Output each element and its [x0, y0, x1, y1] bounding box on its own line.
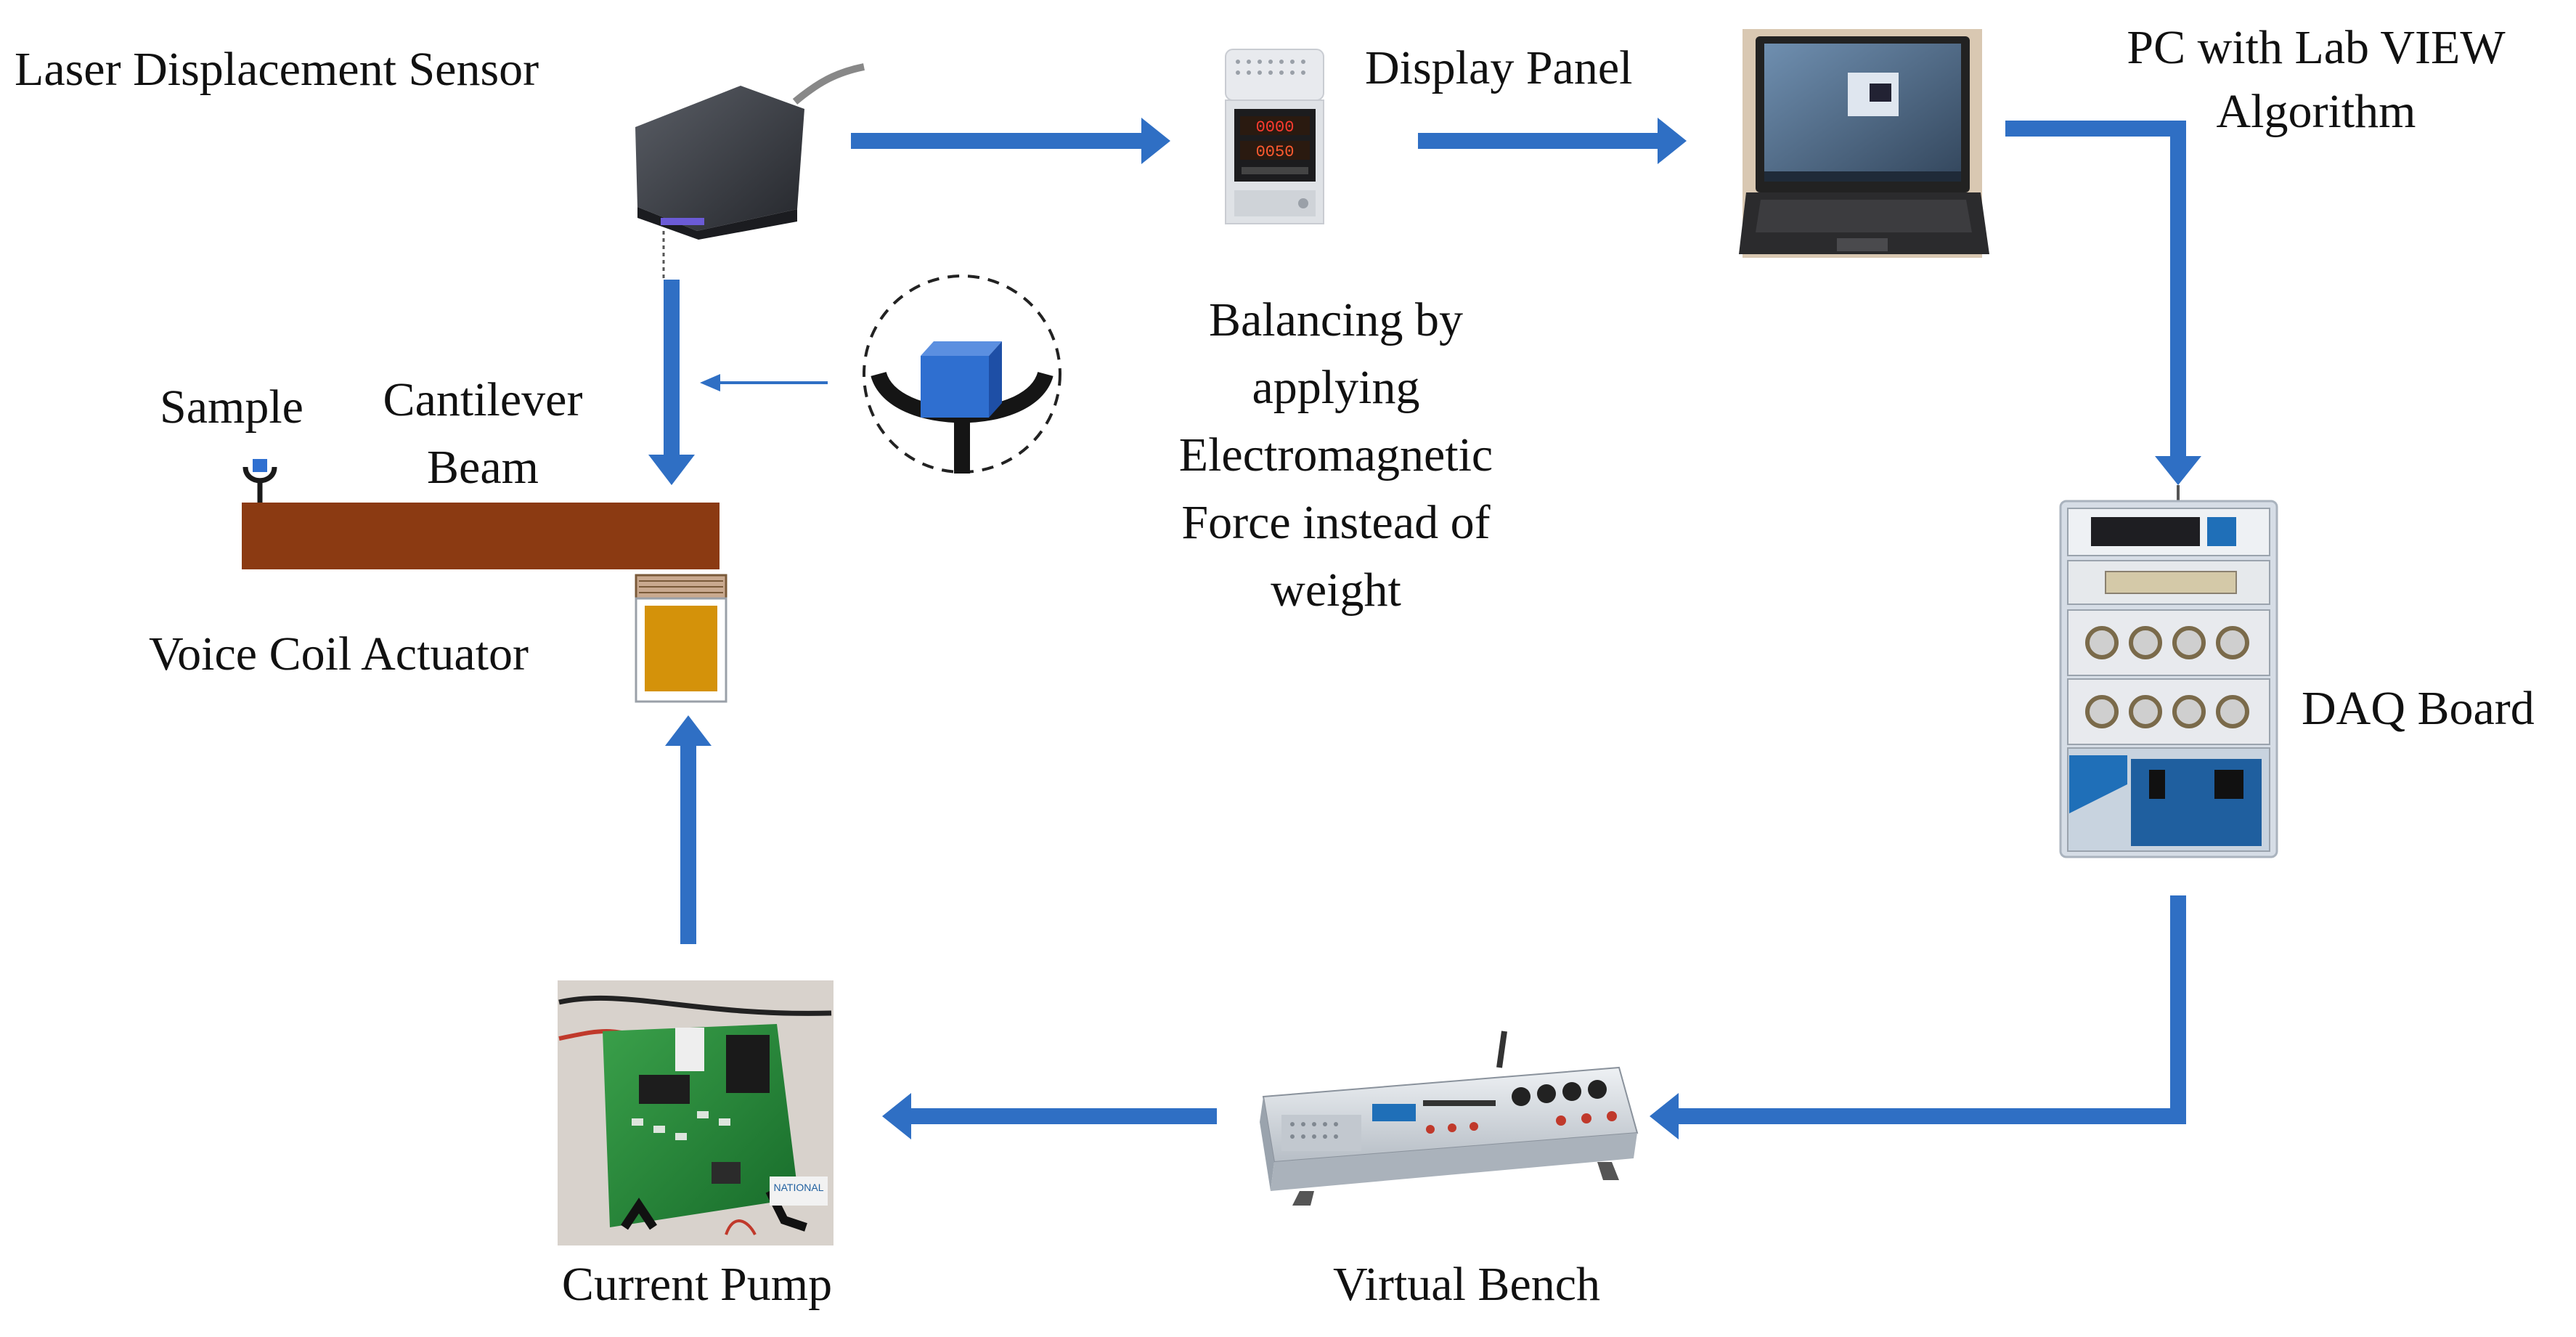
- virtual-bench-icon: [1260, 1031, 1639, 1206]
- laser-sensor-label: Laser Displacement Sensor: [15, 43, 539, 96]
- balancing-text-line4: Force instead of: [1181, 496, 1491, 549]
- daq-board-icon: [2059, 485, 2278, 858]
- laser-displacement-sensor-icon: [635, 63, 865, 280]
- arrow-sensor-to-display: [851, 118, 1170, 164]
- arrow-pump-to-coil: [665, 715, 712, 944]
- beam-label-line1: Cantilever: [383, 373, 583, 426]
- svg-text:NATIONAL: NATIONAL: [774, 1182, 824, 1193]
- sample-holder: [242, 459, 277, 503]
- arrow-bench-to-pump: [882, 1093, 1217, 1139]
- arrow-pc-to-daq: [2005, 121, 2201, 485]
- balancing-text-line5: weight: [1271, 564, 1401, 617]
- svg-text:0050: 0050: [1256, 143, 1295, 161]
- display-panel-label: Display Panel: [1365, 41, 1633, 94]
- balancing-text-line3: Electromagnetic: [1178, 428, 1493, 481]
- laptop-icon: [1739, 29, 1989, 258]
- virtual-bench-label: Virtual Bench: [1332, 1258, 1601, 1311]
- voice-coil-actuator: [635, 574, 727, 703]
- arrow-display-to-pc: [1418, 118, 1687, 164]
- balance-weight-icon: [863, 275, 1061, 474]
- voice-coil-label: Voice Coil Actuator: [149, 627, 529, 680]
- arrow-balance-to-sensor-line: [700, 374, 828, 391]
- current-pump-label: Current Pump: [561, 1258, 833, 1311]
- balancing-text-line1: Balancing by: [1208, 293, 1464, 346]
- cantilever-beam: [242, 503, 720, 569]
- pc-label-line2: Algorithm: [2216, 85, 2416, 138]
- sample-label: Sample: [160, 381, 303, 434]
- circuit-board-icon: NATIONAL: [558, 980, 833, 1245]
- display-panel-icon: 0000 0050: [1225, 49, 1324, 224]
- daq-board-label: DAQ Board: [2302, 682, 2535, 735]
- beam-label-line2: Beam: [427, 441, 539, 494]
- svg-text:0000: 0000: [1256, 118, 1295, 137]
- pc-label-line1: PC with Lab VIEW: [2127, 21, 2506, 74]
- arrow-sensor-to-beam: [648, 280, 695, 485]
- arrow-daq-to-bench: [1650, 895, 2186, 1139]
- balancing-text-line2: applying: [1252, 361, 1420, 414]
